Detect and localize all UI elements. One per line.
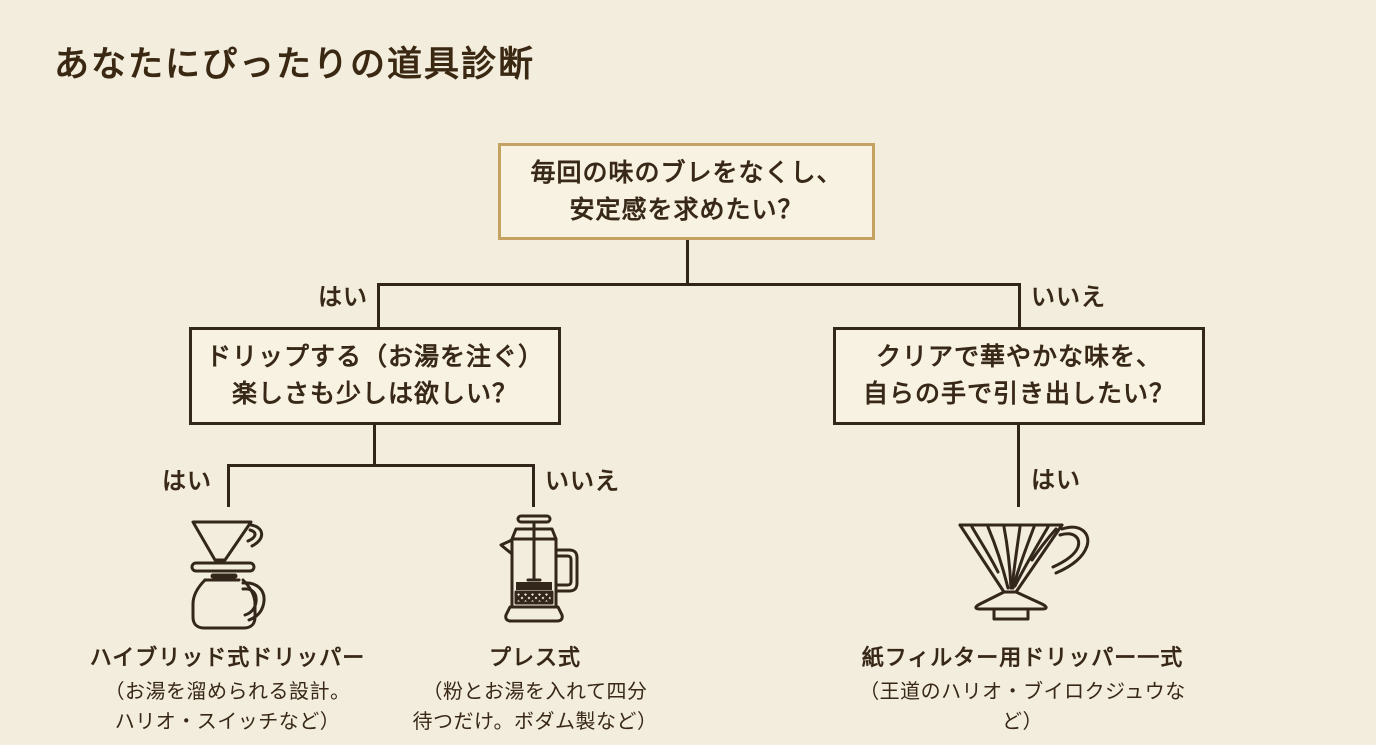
branch-label-clear-yes: はい [1031,467,1081,494]
connector-level1-horizontal [377,283,1021,286]
result-paper-filter-name: 紙フィルター用ドリッパー一式 [861,645,1184,670]
question-clear-line2: 自らの手で引き出したい？ [862,380,1175,408]
result-press: プレス式 （粉とお湯を入れて四分 待つだけ。ボダム製など） [385,643,685,737]
v60-cone-dripper-icon [958,523,1090,621]
branch-label-root-yes: はい [318,284,368,311]
question-root-line2: 安定感を求めたい？ [569,195,804,224]
result-hybrid: ハイブリッド式ドリッパー （お湯を溜められる設計。 ハリオ・スイッチなど） [70,643,385,737]
french-press-icon [499,514,579,623]
question-clear-line1: クリアで華やかな味を、 [875,343,1162,371]
question-root-line1: 毎回の味のブレをなくし、 [530,158,843,187]
question-box-drip: ドリップする（お湯を注ぐ） 楽しさも少しは欲しい？ [189,327,561,425]
connector-level2-horizontal [227,464,535,467]
connector-level1-right-down [1018,283,1021,329]
connector-level2-right-down [532,464,535,507]
question-drip-line2: 楽しさも少しは欲しい？ [231,380,518,408]
connector-root-down [686,240,689,286]
result-hybrid-desc1: （お湯を溜められる設計。 [104,681,351,703]
result-hybrid-name: ハイブリッド式ドリッパー [89,645,366,670]
branch-label-drip-yes: はい [162,468,212,495]
result-paper-filter-desc1: （王道のハリオ・ブイロクジュウなど） [859,681,1186,733]
result-press-desc1: （粉とお湯を入れて四分 [422,681,648,703]
pour-over-dripper-with-server-icon [190,520,266,630]
result-paper-filter: 紙フィルター用ドリッパー一式 （王道のハリオ・ブイロクジュウなど） [845,643,1200,737]
result-press-desc2: 待つだけ。ボダム製など） [412,711,658,733]
connector-drip-down [373,425,376,467]
result-hybrid-desc2: ハリオ・スイッチなど） [114,711,341,733]
connector-level1-left-down [377,283,380,329]
connector-level2-left-down [227,464,230,507]
question-box-root: 毎回の味のブレをなくし、 安定感を求めたい？ [498,143,875,240]
branch-label-root-no: いいえ [1031,284,1106,311]
connector-clear-down [1017,425,1020,507]
result-press-name: プレス式 [488,645,581,670]
branch-label-drip-no: いいえ [545,468,620,495]
question-drip-line1: ドリップする（お湯を注ぐ） [205,343,544,371]
question-box-clear: クリアで華やかな味を、 自らの手で引き出したい？ [833,327,1205,425]
page-title: あなたにぴったりの道具診断 [54,45,536,84]
